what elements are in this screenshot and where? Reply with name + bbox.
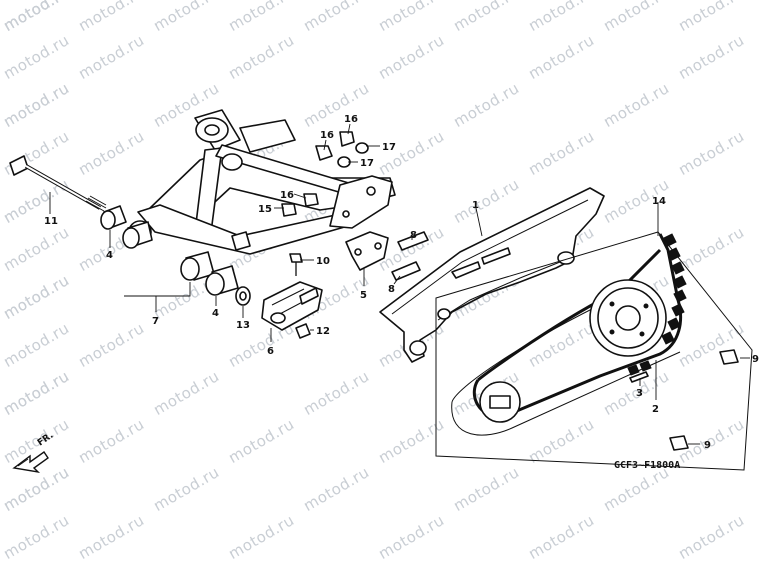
callout-1: 1	[472, 200, 479, 211]
callout-8b: 8	[388, 284, 395, 295]
callout-4a: 4	[106, 250, 113, 261]
pivot-bolt	[9, 155, 107, 212]
callout-15: 15	[258, 204, 272, 215]
callout-13: 13	[236, 320, 250, 331]
master-link	[627, 360, 652, 383]
callout-7: 7	[152, 316, 159, 327]
callout-11: 11	[44, 216, 58, 227]
nuts-and-washers	[281, 131, 369, 217]
chain-case	[379, 187, 605, 363]
callout-16a: 16	[280, 190, 294, 201]
bolt-10	[289, 253, 303, 276]
callout-14: 14	[652, 196, 666, 207]
callout-9b: 9	[704, 440, 711, 451]
callout-3: 3	[636, 388, 643, 399]
diagram-code-label: GCF3~F1800A	[614, 460, 680, 471]
callout-6: 6	[267, 346, 274, 357]
bushings	[100, 205, 251, 306]
callout-2: 2	[652, 404, 659, 415]
chain-slider	[261, 281, 323, 331]
callout-5: 5	[360, 290, 367, 301]
callout-4b: 4	[212, 308, 219, 319]
chain-guard-bracket	[345, 231, 389, 271]
callout-17a: 17	[382, 142, 396, 153]
rear-sprocket	[589, 279, 667, 357]
callouts: 1 2 3 4 4 5 6 7 8 8 9 9 10 11 12 13 14 1…	[44, 114, 759, 451]
swingarm	[128, 109, 396, 255]
nut-12	[295, 323, 311, 339]
leader-lines	[49, 123, 750, 445]
callout-16c: 16	[344, 114, 358, 125]
callout-17b: 17	[360, 158, 374, 169]
bolts-8	[391, 231, 429, 281]
front-direction-label: FR.	[36, 431, 55, 449]
callout-10: 10	[316, 256, 330, 267]
front-direction-arrow: FR.	[12, 431, 55, 474]
callout-9a: 9	[752, 354, 759, 365]
callout-8a: 8	[410, 230, 417, 241]
front-sprocket	[479, 381, 521, 423]
callout-12: 12	[316, 326, 330, 337]
bolts-9	[669, 349, 739, 451]
callout-16b: 16	[320, 130, 334, 141]
drive-chain-box	[435, 231, 753, 471]
